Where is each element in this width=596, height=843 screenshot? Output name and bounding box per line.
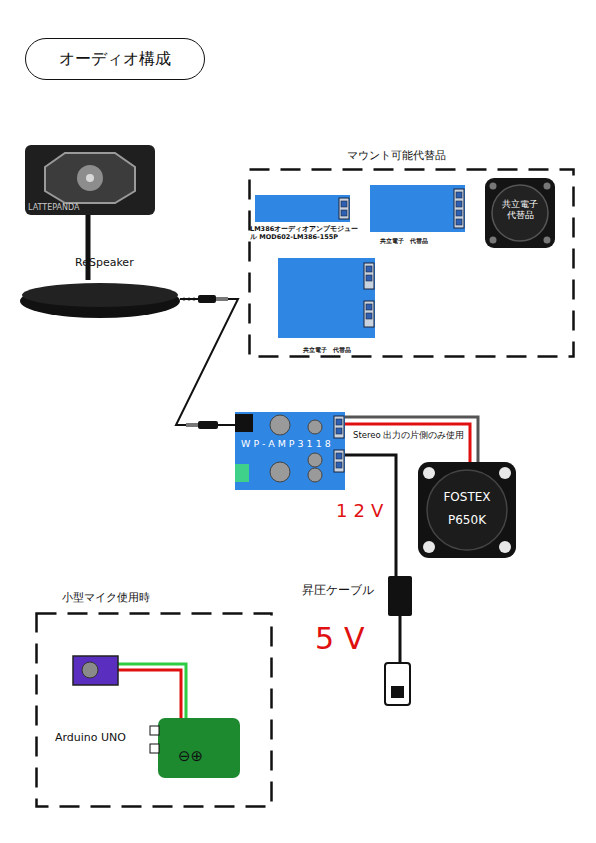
kyoritsu-board: 共立電子 代替品 [278,258,375,338]
usb-wire [399,616,402,663]
lattepanda-device: LATTEPANDA [25,145,155,215]
shape-detail [20,280,180,318]
node-label: 共立電子 代替品 [380,237,428,245]
audio-plug-tip [186,423,198,427]
usb-plug [385,663,410,705]
mic-wire-red [118,670,181,718]
shape-detail [418,462,516,558]
wire [176,299,238,425]
usb-plug-tip [391,686,404,698]
shape-detail [235,412,345,490]
shape-detail [255,195,350,222]
node-label: Arduino UNO [55,731,126,745]
node-label: LATTEPANDA [28,203,79,213]
node-label: WP-AMP3118 [241,438,334,450]
respeaker-disc: ReSpeaker [20,280,180,318]
audio-plug [198,295,216,303]
node-label: 共立電子 代替品 [303,346,351,354]
node-label: 共立電子 代替品 [500,199,540,222]
audio-plug [198,421,218,429]
cable-dot [192,297,195,300]
mic-capsule [82,662,98,678]
mic-region: 小型マイク使用時Arduino UNO⊖⊕ [35,612,273,808]
note-label: 5V [315,620,375,658]
alternatives-region: マウント可能代替品LM386オーディオアンプモジュール MOD602-LM386… [248,168,575,358]
note-label: 12V [336,500,389,523]
wire [345,424,470,462]
lm386-board: LM386オーディオアンプモジュール MOD602-LM386-155P [255,195,350,222]
cable-dot [187,297,190,300]
node-label: マウント可能代替品 [343,149,450,163]
shape-detail [278,258,375,338]
kyoritsu-speaker: 共立電子 代替品 [485,178,555,248]
audio-plug-tip [216,297,228,301]
wire-label: Stereo 出力の片側のみ使用 [352,430,465,441]
note-label: 昇圧ケーブル [302,583,374,598]
node-label: LM386オーディオアンプモジュール MOD602-LM386-155P [250,225,364,241]
kyoritsu-board: 共立電子 代替品 [370,185,465,232]
fostex-speaker: FOSTEX P650K [418,462,516,558]
node-label: 小型マイク使用時 [62,591,150,605]
shape-detail [35,612,273,808]
amp-board: WP-AMP3118 [235,412,345,490]
arduino-board: Arduino UNO⊖⊕ [158,718,240,778]
node-label: FOSTEX P650K [437,486,497,532]
shape-detail [370,185,465,232]
mic-module [73,656,118,685]
node-symbol: ⊖⊕ [178,747,203,766]
boost-cable-block [388,576,412,616]
node-label: ReSpeaker [75,256,134,270]
title: オーディオ構成 [25,38,205,80]
wire [86,215,91,280]
mic-wire-green [118,664,186,718]
cable-dot [182,297,185,300]
